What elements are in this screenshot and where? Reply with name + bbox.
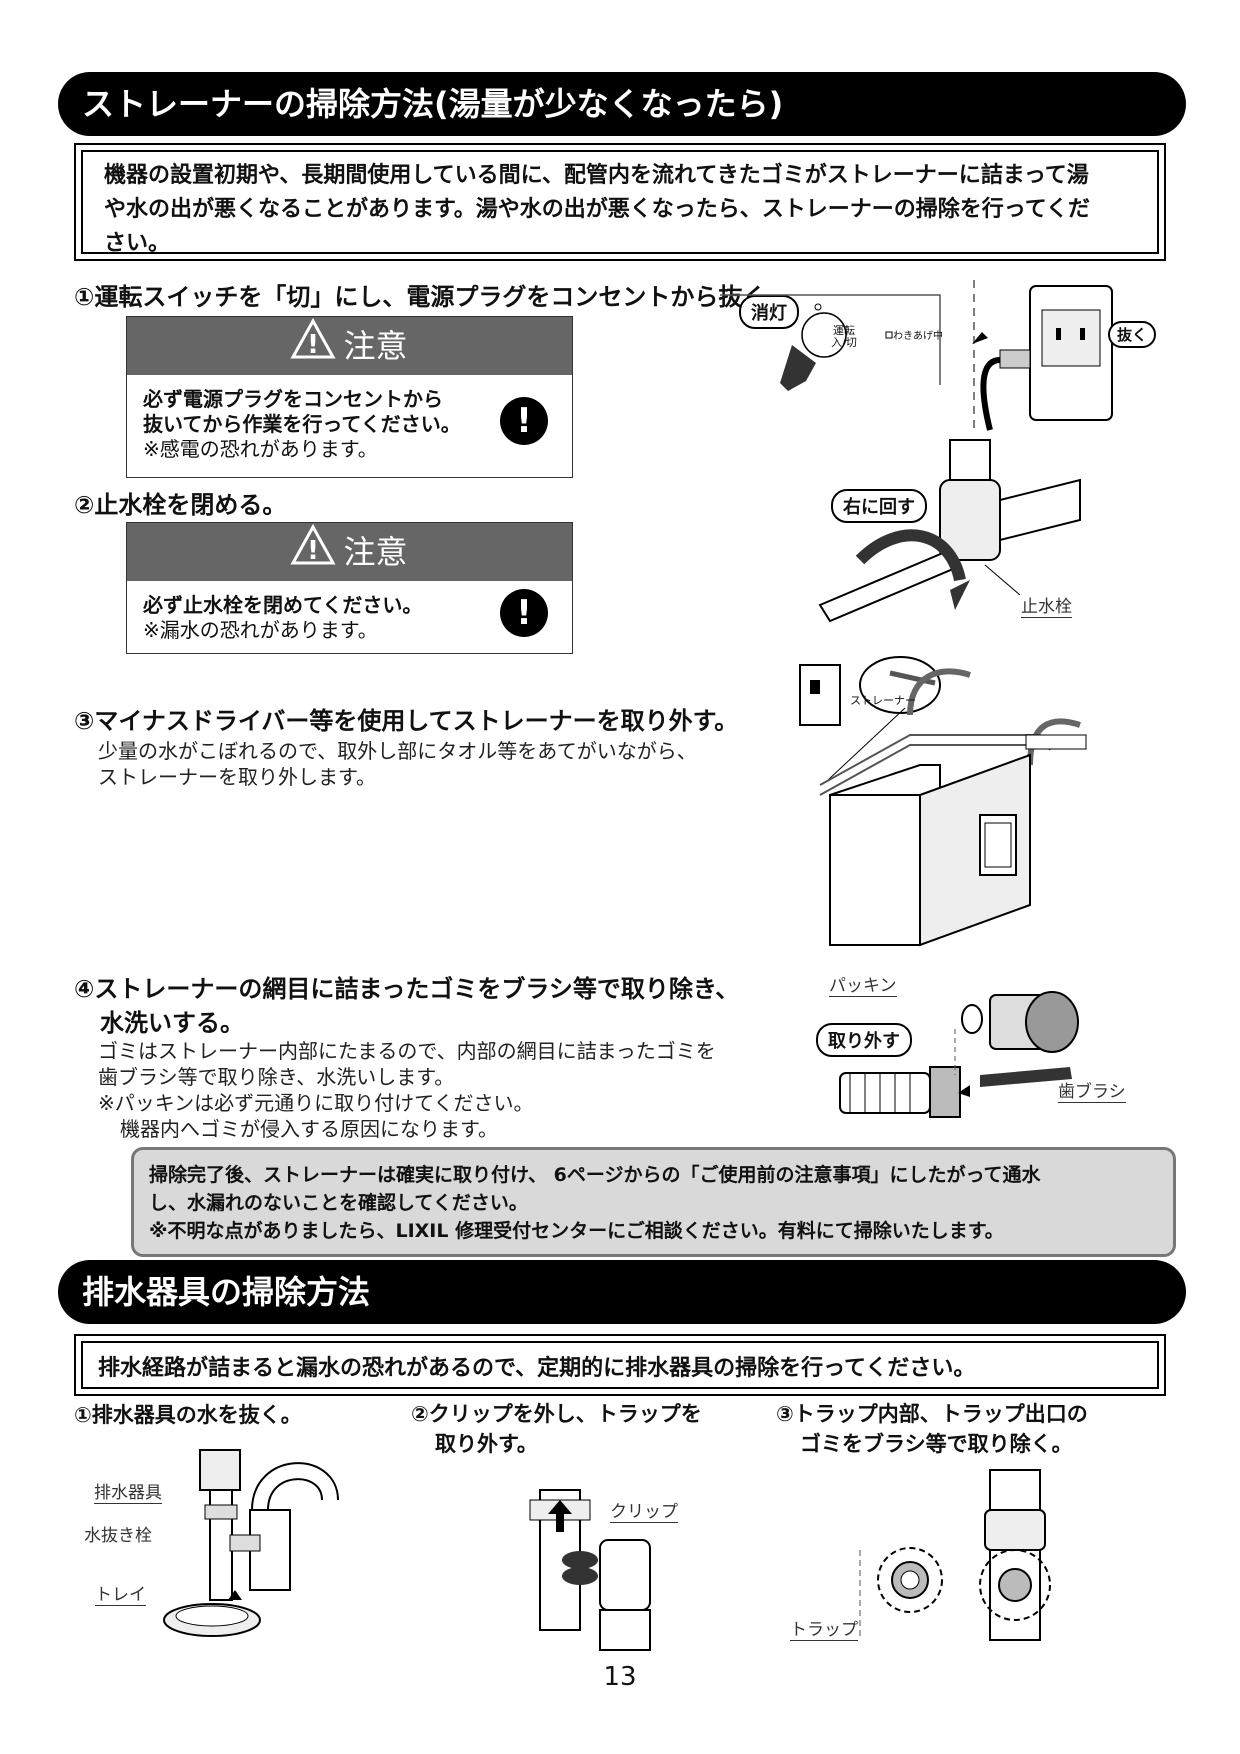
caution-note: ※感電の恐れがあります。 <box>143 437 378 461</box>
step4-sub-line: ゴミはストレーナー内部にたまるので、内部の網目に詰まったゴミを <box>98 1039 716 1063</box>
label-trap: トラップ <box>790 1615 858 1641</box>
label-drain-plug: 水抜き栓 <box>84 1526 152 1546</box>
step3-sub-line: 少量の水がこぼれるので、取外し部にタオル等をあてがいながら、 <box>98 739 697 763</box>
notice-line: ※不明な点がありましたら、LIXIL 修理受付センターにご相談ください。有料にて… <box>149 1220 1004 1242</box>
page-number: 13 <box>603 1662 637 1692</box>
switch-illustration <box>720 294 941 391</box>
label-clip: クリップ <box>610 1497 678 1523</box>
drain-step3-text: ③トラップ内部、トラップ出口の ゴミをブラシ等で取り除く。 <box>776 1399 1088 1459</box>
drain-step3-line: ③トラップ内部、トラップ出口の <box>776 1402 1088 1426</box>
drain-step2-line: 取り外す。 <box>435 1432 538 1456</box>
intro-text: 機器の設置初期や、長期間使用している間に、配管内を流れてきたゴミがストレーナーに… <box>104 159 1144 261</box>
caution-note: ※漏水の恐れがあります。 <box>143 618 378 642</box>
caution-line: 抜いてから作業を行ってください。 <box>143 412 461 436</box>
step4-sub-line: ※パッキンは必ず元通りに取り付けてください。 <box>98 1091 534 1115</box>
label-drain-fixture: 排水器具 <box>94 1478 162 1504</box>
step4-sub-line: 歯ブラシ等で取り除き、水洗いします。 <box>98 1065 455 1089</box>
drain-intro-box: 排水経路が詰まると漏水の恐れがあるので、定期的に排水器具の掃除を行ってください。 <box>74 1334 1166 1396</box>
step4-text: ④ストレーナーの網目に詰まったゴミをブラシ等で取り除き、 水洗いする。 <box>74 972 739 1040</box>
warning-icon: ! <box>290 523 337 583</box>
intro-box: 機器の設置初期や、長期間使用している間に、配管内を流れてきたゴミがストレーナーに… <box>74 143 1166 261</box>
step2-text: ②止水栓を閉める。 <box>74 491 287 519</box>
label-toothbrush: 歯ブラシ <box>1058 1077 1126 1103</box>
caution-header: ! 注意 <box>127 523 572 581</box>
water-heater-illustration <box>799 656 1087 947</box>
label-strainer: ストレーナー <box>850 694 916 707</box>
caution-title: 注意 <box>343 327 408 365</box>
caution-header: ! 注意 <box>127 317 572 375</box>
outlet-illustration <box>972 280 1113 431</box>
step4-text-line: ④ストレーナーの網目に詰まったゴミをブラシ等で取り除き、 <box>74 975 740 1003</box>
step4-sub-line: 機器内へゴミが侵入する原因になります。 <box>120 1117 498 1141</box>
label-off: 消灯 <box>739 295 799 329</box>
intro-line: さい。 <box>104 231 171 256</box>
caution-box-1: ! 注意 必ず電源プラグをコンセントから 抜いてから作業を行ってください。 ※感… <box>126 316 573 478</box>
warning-icon: ! <box>290 317 337 377</box>
label-turn-right: 右に回す <box>831 489 927 523</box>
notice-line: し、水漏れのないことを確認してください。 <box>149 1192 528 1214</box>
drain-step1-text: ①排水器具の水を抜く。 <box>74 1403 302 1427</box>
exclamation-icon: ! <box>500 589 548 637</box>
label-switch: 運転 入/切 <box>831 324 857 349</box>
caution-line: 必ず電源プラグをコンセントから <box>143 387 443 411</box>
step1-text: ①運転スイッチを「切」にし、電源プラグをコンセントから抜く。 <box>74 283 791 311</box>
caution-line: 必ず止水栓を閉めてください。 <box>143 593 423 617</box>
trap-removal-illustration <box>529 1489 651 1651</box>
drain-intro-text: 排水経路が詰まると漏水の恐れがあるので、定期的に排水器具の掃除を行ってください。 <box>98 1356 976 1381</box>
intro-line: 機器の設置初期や、長期間使用している間に、配管内を流れてきたゴミがストレーナーに… <box>104 163 1089 188</box>
step4-sub: ゴミはストレーナー内部にたまるので、内部の網目に詰まったゴミを 歯ブラシ等で取り… <box>98 1038 716 1142</box>
valve-illustration <box>818 439 1081 623</box>
intro-line: や水の出が悪くなることがあります。湯や水の出が悪くなったら、ストレーナーの掃除を… <box>104 197 1091 222</box>
step3-sub: 少量の水がこぼれるので、取外し部にタオル等をあてがいながら、 ストレーナーを取り… <box>98 738 697 790</box>
section-title-drain: 排水器具の掃除方法 <box>58 1260 1186 1324</box>
drain-step2-line: ②クリップを外し、トラップを <box>411 1402 702 1426</box>
caution-body: 必ず電源プラグをコンセントから 抜いてから作業を行ってください。 ※感電の恐れが… <box>143 387 461 462</box>
step4-text-line: 水洗いする。 <box>100 1009 244 1037</box>
notice-line: 掃除完了後、ストレーナーは確実に取り付け、 6ページからの「ご使用前の注意事項」… <box>149 1164 1041 1186</box>
step3-text: ③マイナスドライバー等を使用してストレーナーを取り外す。 <box>74 707 739 735</box>
caution-title: 注意 <box>343 533 408 571</box>
exclamation-icon: ! <box>500 397 548 445</box>
label-tray: トレイ <box>95 1580 146 1606</box>
strainer-parts-illustration <box>839 991 1079 1118</box>
notice-box: 掃除完了後、ストレーナーは確実に取り付け、 6ページからの「ご使用前の注意事項」… <box>131 1147 1176 1257</box>
caution-body: 必ず止水栓を閉めてください。 ※漏水の恐れがあります。 <box>143 593 422 643</box>
label-boiling: わきあげ中 <box>893 331 943 342</box>
drain-fixture-illustration <box>163 1449 339 1637</box>
label-packing: パッキン <box>829 971 897 997</box>
drain-step3-line: ゴミをブラシ等で取り除く。 <box>800 1432 1073 1456</box>
label-pull: 抜く <box>1108 321 1157 348</box>
section-title-strainer: ストレーナーの掃除方法(湯量が少なくなったら) <box>58 72 1186 136</box>
label-remove: 取り外す <box>816 1023 912 1057</box>
drain-step2-text: ②クリップを外し、トラップを 取り外す。 <box>411 1399 702 1459</box>
svg-text:!: ! <box>308 536 320 566</box>
step3-sub-line: ストレーナーを取り外します。 <box>98 765 376 789</box>
caution-box-2: ! 注意 必ず止水栓を閉めてください。 ※漏水の恐れがあります。 ! <box>126 522 573 654</box>
svg-text:!: ! <box>308 330 320 360</box>
trap-cleaning-illustration <box>859 1469 1051 1641</box>
label-valve: 止水栓 <box>1021 592 1072 618</box>
